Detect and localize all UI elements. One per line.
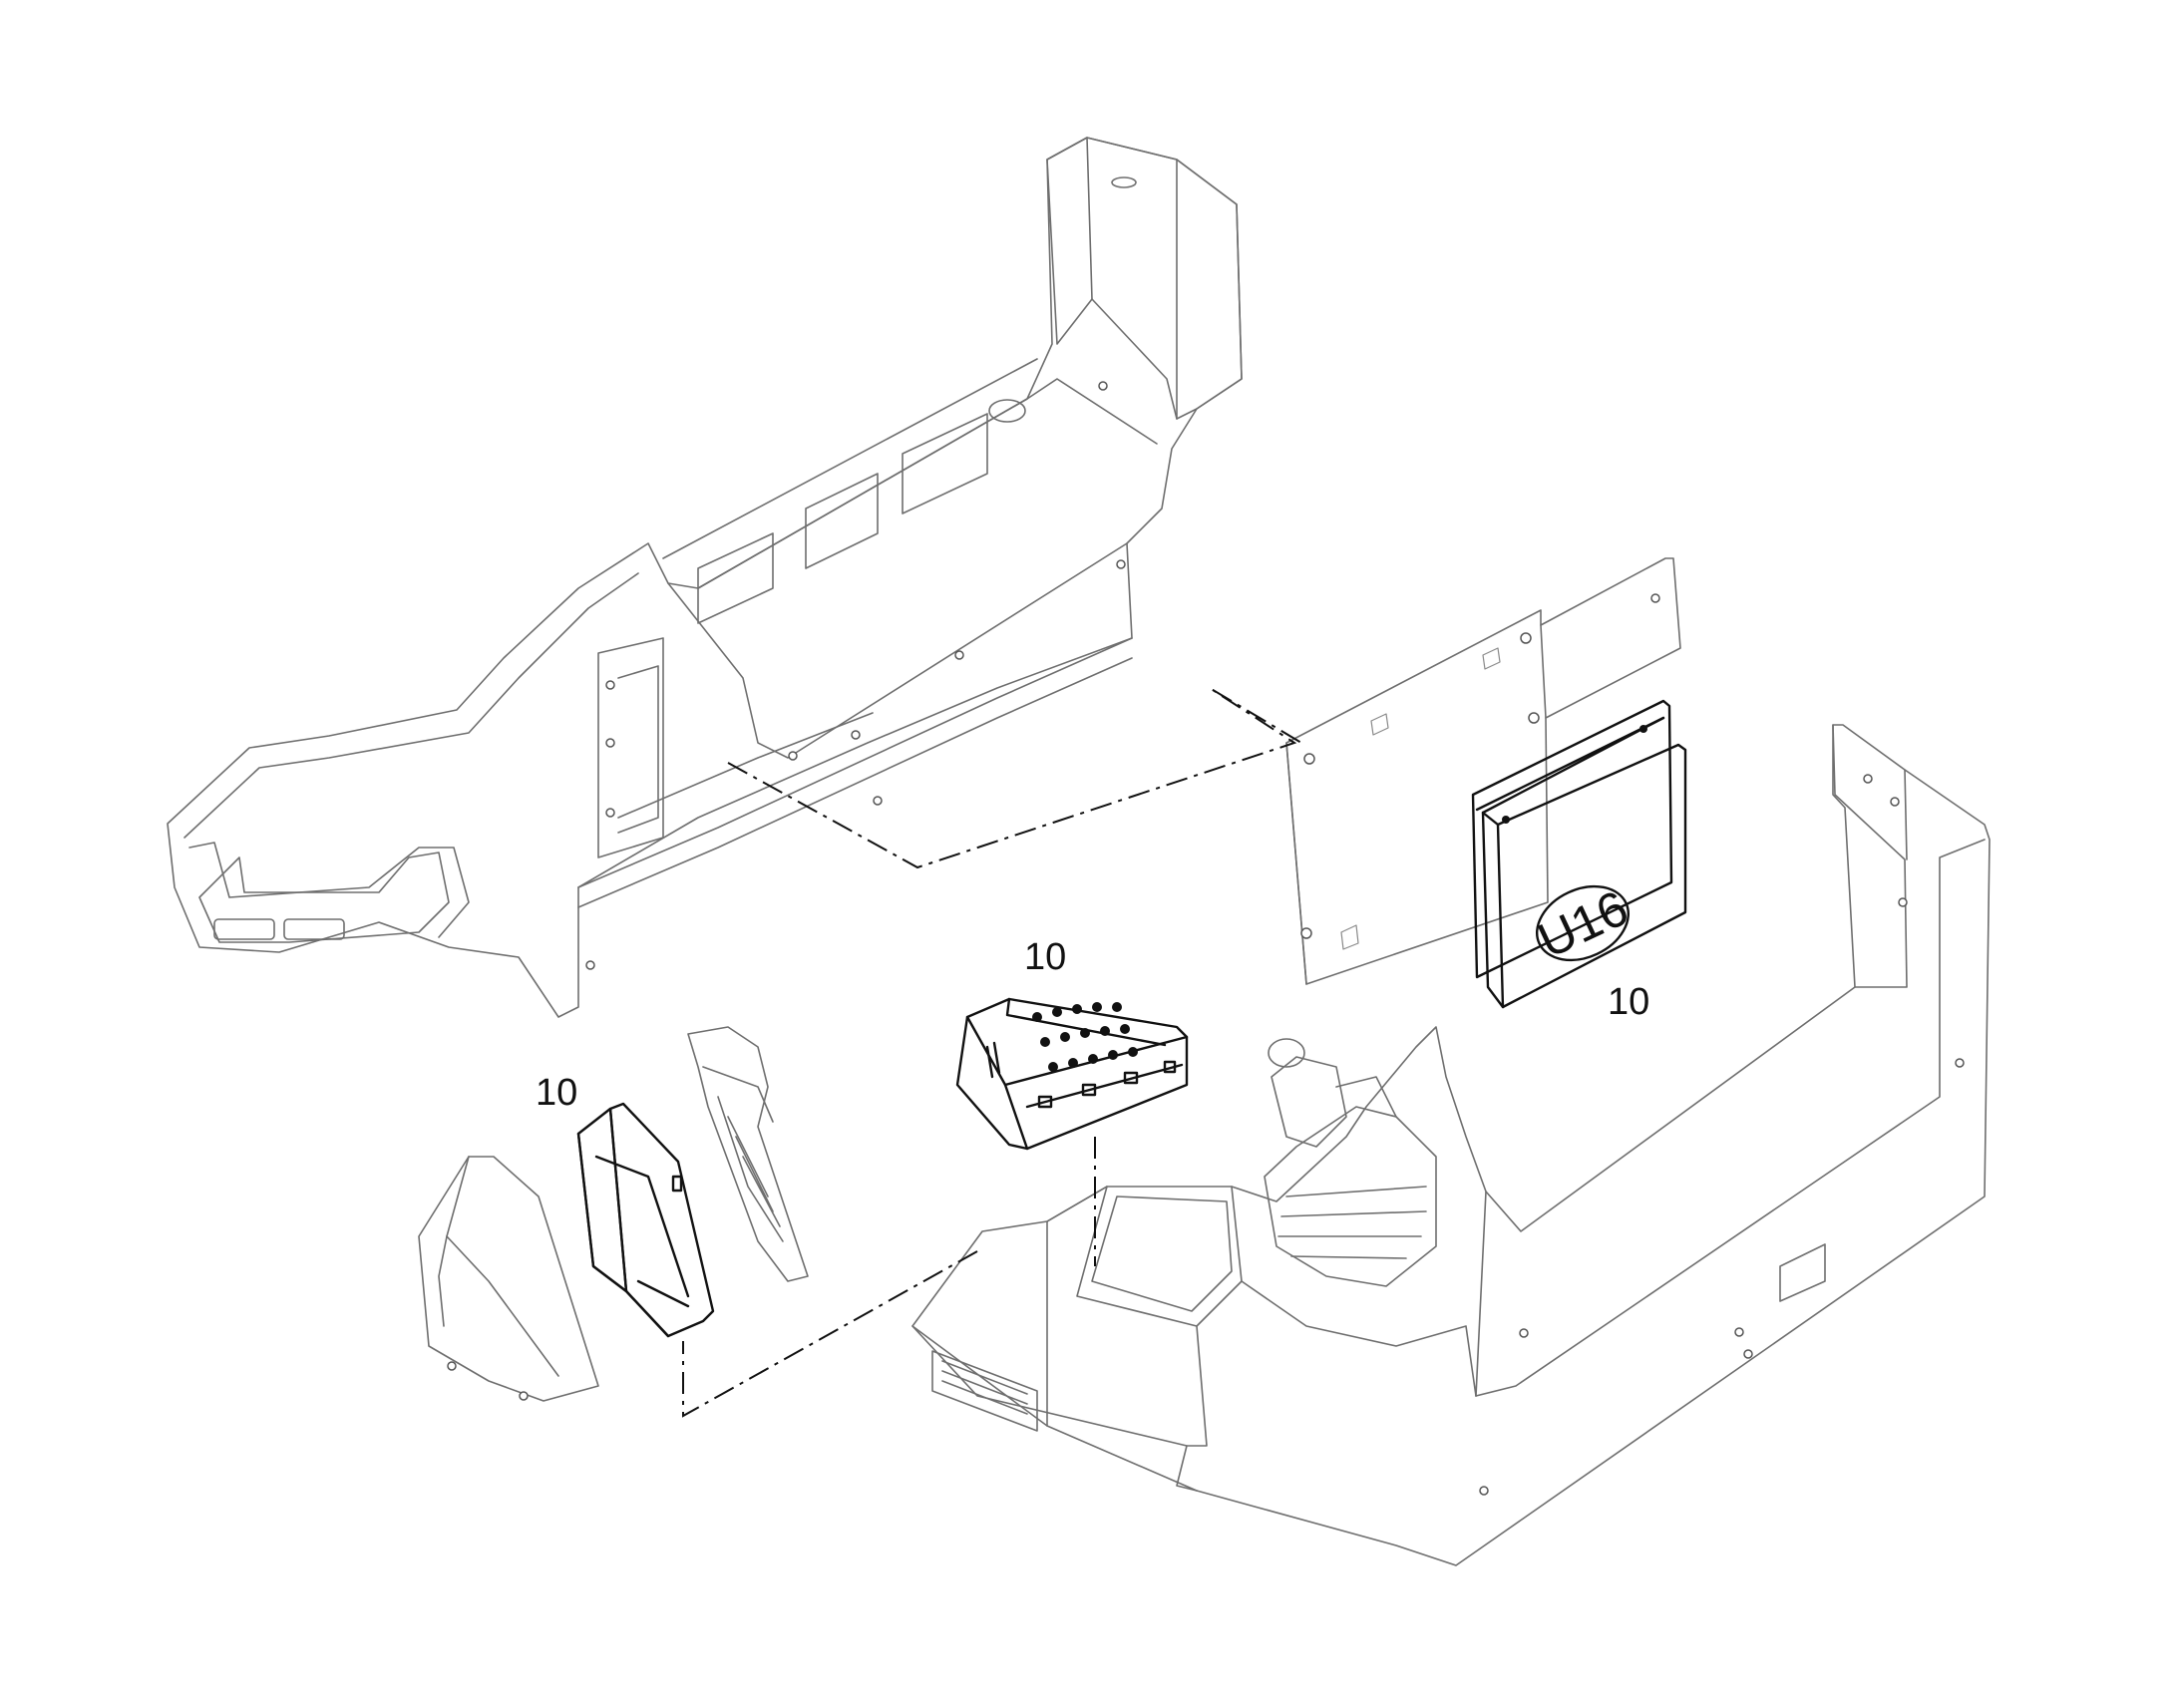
callout-center-module: 10 <box>1024 936 1066 978</box>
left-display-module <box>576 1102 715 1338</box>
callout-top-right-module: 10 <box>1608 981 1649 1023</box>
mounting-plate <box>1285 557 1681 985</box>
callout-left-module: 10 <box>536 1072 577 1114</box>
u16-control-unit: U16 <box>1471 699 1687 1009</box>
center-relay-module <box>955 997 1189 1151</box>
lower-console-housing <box>911 724 1991 1566</box>
u16-badge-label: U16 <box>1530 879 1636 969</box>
upper-dashboard-housing <box>167 137 1243 1018</box>
left-side-covers <box>418 1026 809 1402</box>
fuse-grid <box>1032 1002 1138 1072</box>
leader-lines <box>682 687 1302 1418</box>
